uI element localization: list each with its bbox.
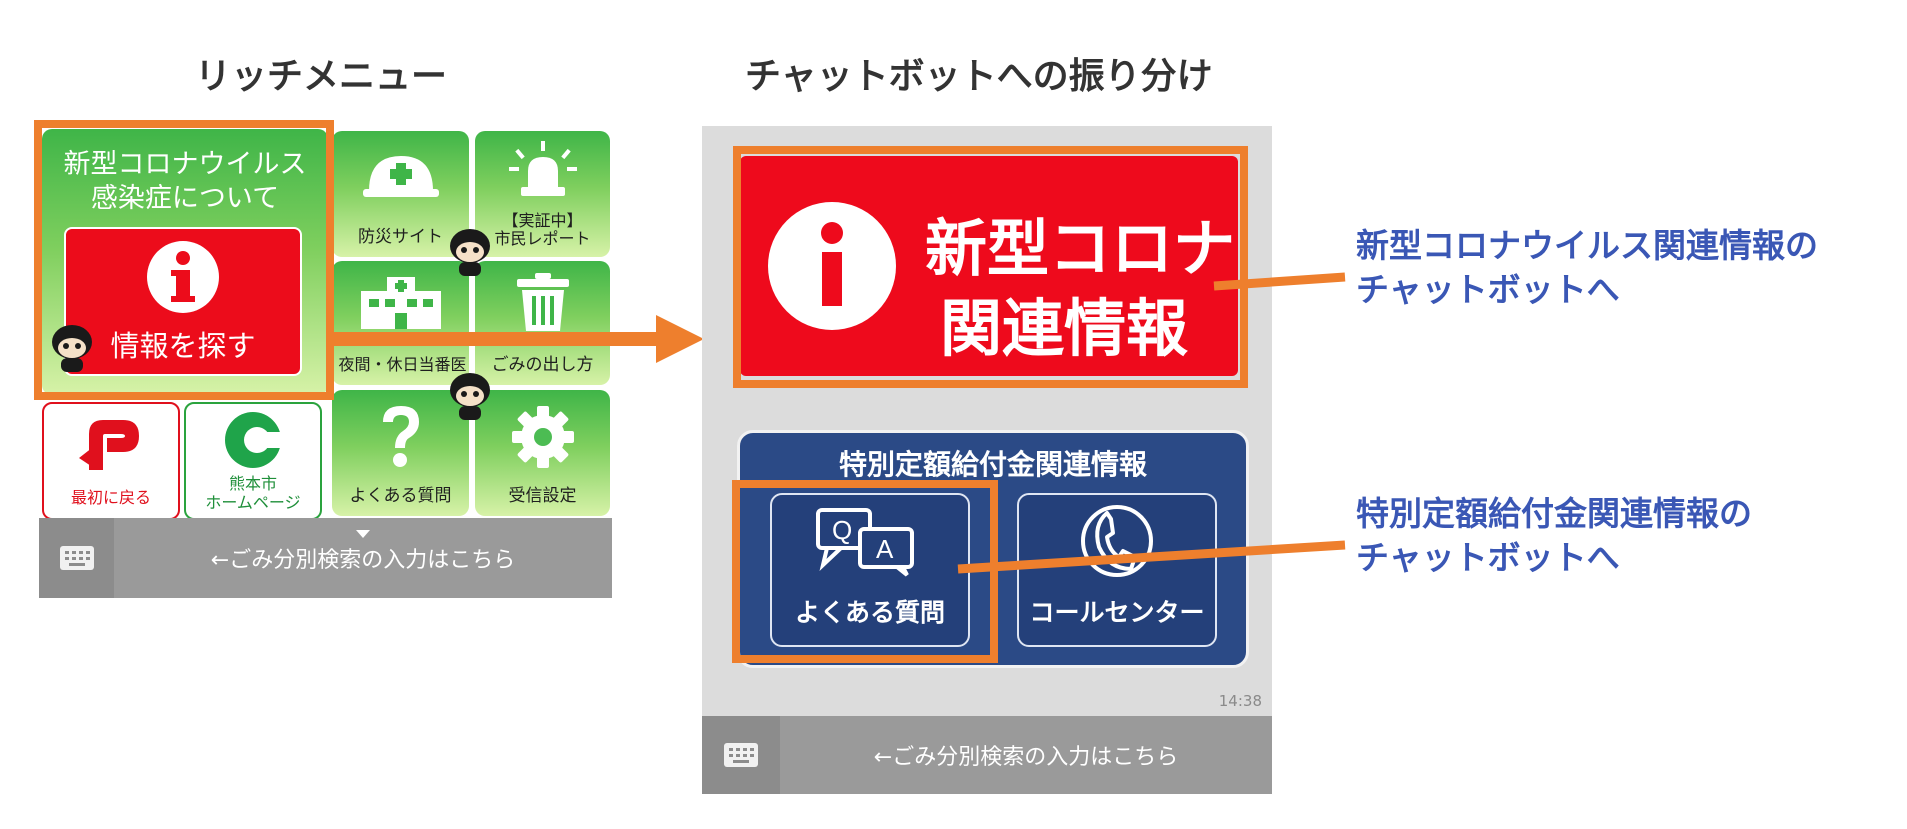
rich-menu-input-bar[interactable]: ←ごみ分別検索の入力はこちら [39, 518, 612, 598]
covid-callout-line2: チャットボットへ [1356, 270, 1620, 309]
faq-button-highlight [732, 480, 998, 663]
message-timestamp: 14:38 [1218, 692, 1262, 710]
helmet-icon [362, 156, 439, 197]
trash-icon [516, 273, 569, 331]
disaster-site-tile[interactable]: 防災サイト [332, 131, 469, 257]
menu-collapse-caret[interactable] [356, 530, 370, 538]
covid-tile-title-line2: 感染症について [90, 183, 280, 214]
benefit-callout-line2: チャットボットへ [1356, 538, 1620, 577]
covid-tile-highlight [34, 120, 334, 400]
benefit-faq-button[interactable]: Q A よくある質問 [770, 493, 970, 647]
gear-icon [511, 406, 574, 468]
call-center-button[interactable]: コールセンター [1017, 493, 1217, 647]
receive-settings-label: 受信設定 [508, 486, 577, 506]
mascot-icon [450, 229, 490, 276]
chat-input-bar[interactable]: ←ごみ分別検索の入力はこちら [702, 716, 1272, 794]
faq-tile[interactable]: よくある質問 [332, 390, 469, 516]
benefit-faq-label: よくある質問 [794, 598, 945, 627]
chatbot-heading: チャットボットへの振り分け [745, 56, 1213, 97]
citizen-report-tile[interactable]: 【実証中】 市民レポート [475, 131, 610, 257]
keyboard-icon [59, 546, 94, 570]
rich-menu: 新型コロナウイルス 感染症について 情報を探す 防災サイト [39, 126, 612, 598]
receive-settings-tile[interactable]: 受信設定 [475, 390, 610, 516]
rich-menu-heading: リッチメニュー [195, 56, 448, 97]
benefit-card-title: 特別定額給付金関連情報 [838, 448, 1147, 481]
citizen-report-label-line1: 【実証中】 [502, 211, 583, 230]
kumamoto-homepage-label-line2: ホームページ [205, 493, 301, 512]
keyboard-icon [724, 743, 758, 767]
phone-icon [1081, 505, 1153, 577]
info-icon [147, 241, 219, 313]
covid-callout-line1: 新型コロナウイルス関連情報の [1356, 226, 1818, 265]
benefit-callout-line1: 特別定額給付金関連情報の [1356, 494, 1752, 533]
chat-input-label: ←ごみ分別検索の入力はこちら [873, 745, 1179, 770]
keyboard-toggle[interactable] [39, 518, 114, 598]
mascot-icon [52, 325, 92, 372]
garbage-guide-tile[interactable]: ごみの出し方 [475, 261, 610, 385]
back-to-start-tile[interactable]: 最初に戻る [42, 402, 180, 520]
kumamoto-logo-icon [225, 412, 283, 468]
covid-chatbot-banner[interactable]: 新型コロナ 関連情報 [740, 156, 1238, 376]
covid-banner-line2: 関連情報 [940, 292, 1189, 365]
svg-text:A: A [876, 534, 894, 564]
faq-label: よくある質問 [349, 486, 452, 506]
chat-screen: 新型コロナ 関連情報 特別定額給付金関連情報 Q A よくある質問 コールセンタ… [702, 126, 1272, 794]
back-to-start-label: 最初に戻る [70, 488, 151, 507]
flow-arrow [330, 315, 704, 363]
covid-banner-line1: 新型コロナ [925, 212, 1236, 285]
hospital-icon [360, 277, 441, 329]
siren-icon [508, 141, 577, 196]
question-icon [382, 406, 419, 467]
kumamoto-homepage-label-line1: 熊本市 [228, 474, 277, 493]
covid-search-button[interactable]: 情報を探す [64, 227, 302, 376]
night-holiday-doctor-label: 夜間・休日当番医 [338, 355, 467, 374]
mascot-icon [450, 373, 490, 420]
rich-menu-input-label: ←ごみ分別検索の入力はこちら [210, 548, 516, 573]
info-icon [768, 202, 896, 330]
citizen-report-label-line2: 市民レポート [494, 229, 591, 248]
keyboard-toggle[interactable] [702, 716, 780, 794]
covid-info-tile[interactable]: 新型コロナウイルス 感染症について 情報を探す [42, 129, 328, 395]
qa-bubble-icon: Q A [816, 508, 914, 577]
covid-tile-title-line1: 新型コロナウイルス [63, 149, 307, 180]
covid-search-label: 情報を探す [110, 329, 256, 363]
call-center-label: コールセンター [1029, 598, 1205, 627]
garbage-guide-label: ごみの出し方 [491, 355, 594, 375]
covid-banner-highlight [733, 146, 1248, 388]
disaster-site-label: 防災サイト [358, 227, 443, 247]
return-icon [79, 420, 139, 470]
night-holiday-doctor-tile[interactable]: 夜間・休日当番医 [332, 261, 469, 385]
svg-text:Q: Q [832, 515, 852, 545]
kumamoto-homepage-tile[interactable]: 熊本市 ホームページ [184, 402, 322, 520]
